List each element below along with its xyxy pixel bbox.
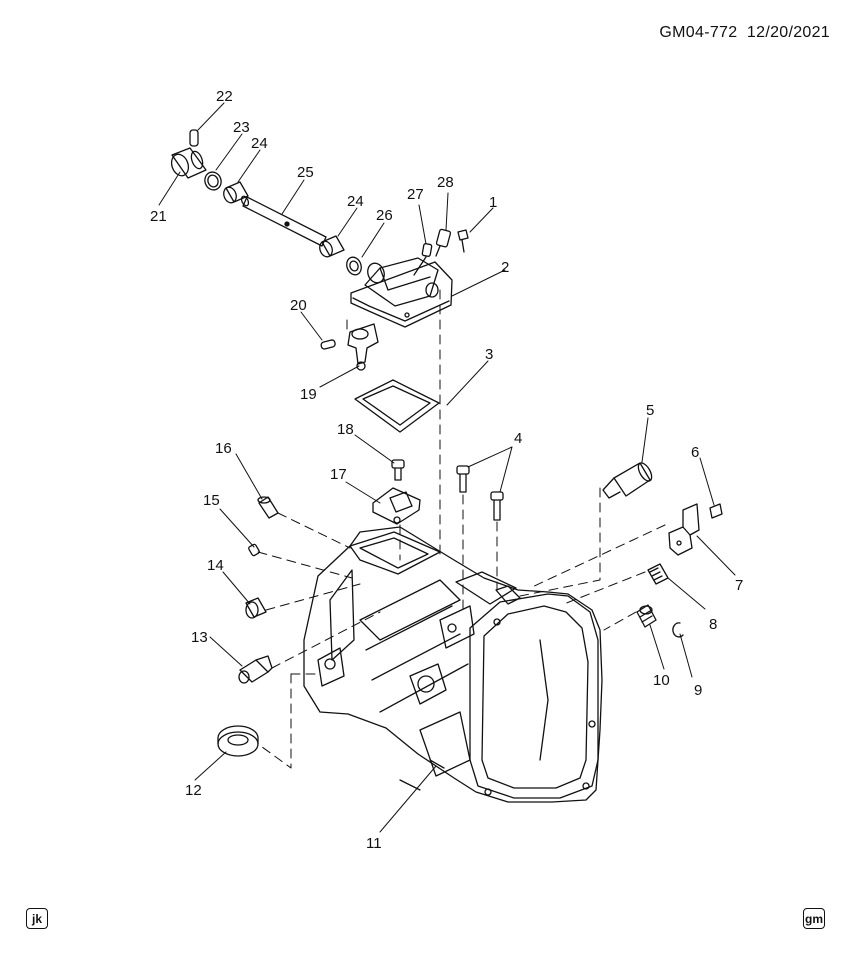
part-23-ring <box>204 171 222 191</box>
part-22-pin <box>189 129 199 147</box>
callout-3: 3 <box>485 346 493 363</box>
callout-15: 15 <box>203 492 220 509</box>
callout-20: 20 <box>290 297 307 314</box>
part-14-plug <box>245 597 267 619</box>
callout-27: 27 <box>407 186 424 203</box>
part-26-seal <box>346 256 362 276</box>
part-28-sensor <box>435 228 452 257</box>
callout-21: 21 <box>150 208 167 225</box>
part-9-clip <box>672 622 684 638</box>
part-24-bushing-upper <box>223 181 249 204</box>
callout-13: 13 <box>191 629 208 646</box>
callout-4: 4 <box>514 430 522 447</box>
callout-1: 1 <box>489 194 497 211</box>
callout-12: 12 <box>185 782 202 799</box>
diagram-date: 12/20/2021 <box>746 24 830 41</box>
part-11-transmission-case <box>303 526 603 803</box>
part-10-plug <box>636 604 657 628</box>
part-21-bushing <box>170 147 207 179</box>
callout-7: 7 <box>735 577 743 594</box>
callout-26: 26 <box>376 207 393 224</box>
part-27-sensor <box>413 243 433 276</box>
part-1-bolt <box>457 229 469 253</box>
gm-logo-badge: gm <box>803 908 825 929</box>
callout-10: 10 <box>653 672 670 689</box>
part-15-pin <box>248 543 260 557</box>
callout-24-lower: 24 <box>347 193 364 210</box>
callout-16: 16 <box>215 440 232 457</box>
callout-25: 25 <box>297 164 314 181</box>
part-25-shift-rail <box>240 195 327 247</box>
diagram-reference-code: GM04-772 12/20/2021 <box>659 24 830 42</box>
callout-11: 11 <box>366 835 382 852</box>
part-12-seal <box>217 725 259 757</box>
part-20-pin <box>320 339 336 350</box>
diagram-id: GM04-772 <box>659 24 738 41</box>
callout-18: 18 <box>337 421 354 438</box>
callout-6: 6 <box>691 444 699 461</box>
alignment-lines <box>257 289 666 769</box>
callout-22: 22 <box>216 88 233 105</box>
part-13-fitting <box>238 655 273 684</box>
callout-9: 9 <box>694 682 702 699</box>
callout-5: 5 <box>646 402 654 419</box>
jk-badge: jk <box>26 908 48 929</box>
part-8-plug <box>647 563 669 585</box>
part-2-shift-cover <box>350 257 453 328</box>
callout-24-upper: 24 <box>251 135 268 152</box>
part-4-bolt-a <box>456 465 470 493</box>
callout-17: 17 <box>330 466 347 483</box>
part-24-bushing-lower <box>319 235 345 258</box>
part-6-bolt <box>709 503 723 519</box>
part-3-gasket <box>354 379 440 433</box>
callout-14: 14 <box>207 557 224 574</box>
callout-2: 2 <box>501 259 509 276</box>
callout-8: 8 <box>709 616 717 633</box>
part-18-bolt <box>391 459 405 481</box>
part-4-bolt-b <box>490 491 504 521</box>
part-19-shift-lever <box>347 323 379 371</box>
leader-lines <box>158 102 736 833</box>
callout-numbers: 1 2 3 4 5 6 7 8 9 10 11 12 13 14 15 16 1… <box>150 88 743 852</box>
part-17-bracket <box>372 487 421 525</box>
part-16-sleeve <box>257 496 279 519</box>
callout-23: 23 <box>233 119 250 136</box>
callout-19: 19 <box>300 386 317 403</box>
part-7-bracket <box>668 503 700 556</box>
callout-28: 28 <box>437 174 454 191</box>
part-5-sensor <box>602 462 653 499</box>
